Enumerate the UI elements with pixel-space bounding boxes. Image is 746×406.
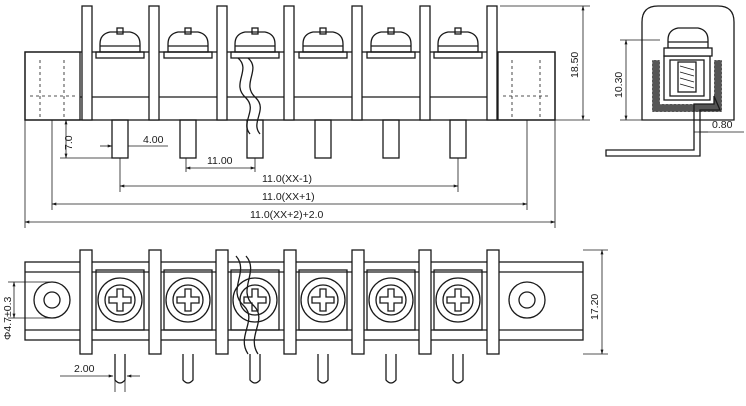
top-pins [114,354,464,384]
pin-length-label: 7.0 [63,135,75,150]
side-body [641,5,735,121]
screw-height-label: 10.30 [613,72,625,98]
span-xx-plus-1-label: 11.0(XX+1) [262,191,315,203]
top-barriers [79,249,500,355]
hole-diameter-label: Φ4.7±0.3 [2,297,14,340]
left-mount-block [24,51,81,121]
pin-width-label: 4.00 [143,134,164,146]
top-screw-terminals [95,269,483,331]
side-view: 10.30 0.80 [605,5,744,157]
front-pins [111,119,467,159]
span-xx-minus-1-label: 11.0(XX-1) [262,173,312,185]
front-view: 18.50 7.0 4.00 11.00 11.0(XX-1) 11.0(XX+… [24,5,590,228]
depth-label: 17.20 [589,294,601,320]
right-mount-block [497,51,556,121]
height-dimension-label: 18.50 [569,52,581,78]
top-body [24,261,584,341]
front-screw-heads [95,27,483,59]
barriers [81,5,498,121]
pin-thickness-label: 0.80 [712,119,733,131]
pitch-label: 11.00 [207,155,233,167]
pin-diameter-label: 2.00 [74,363,95,375]
total-length-label: 11.0(XX+2)+2.0 [250,209,324,221]
top-view: 17.20 Φ4.7±0.3 2.00 [2,249,608,392]
